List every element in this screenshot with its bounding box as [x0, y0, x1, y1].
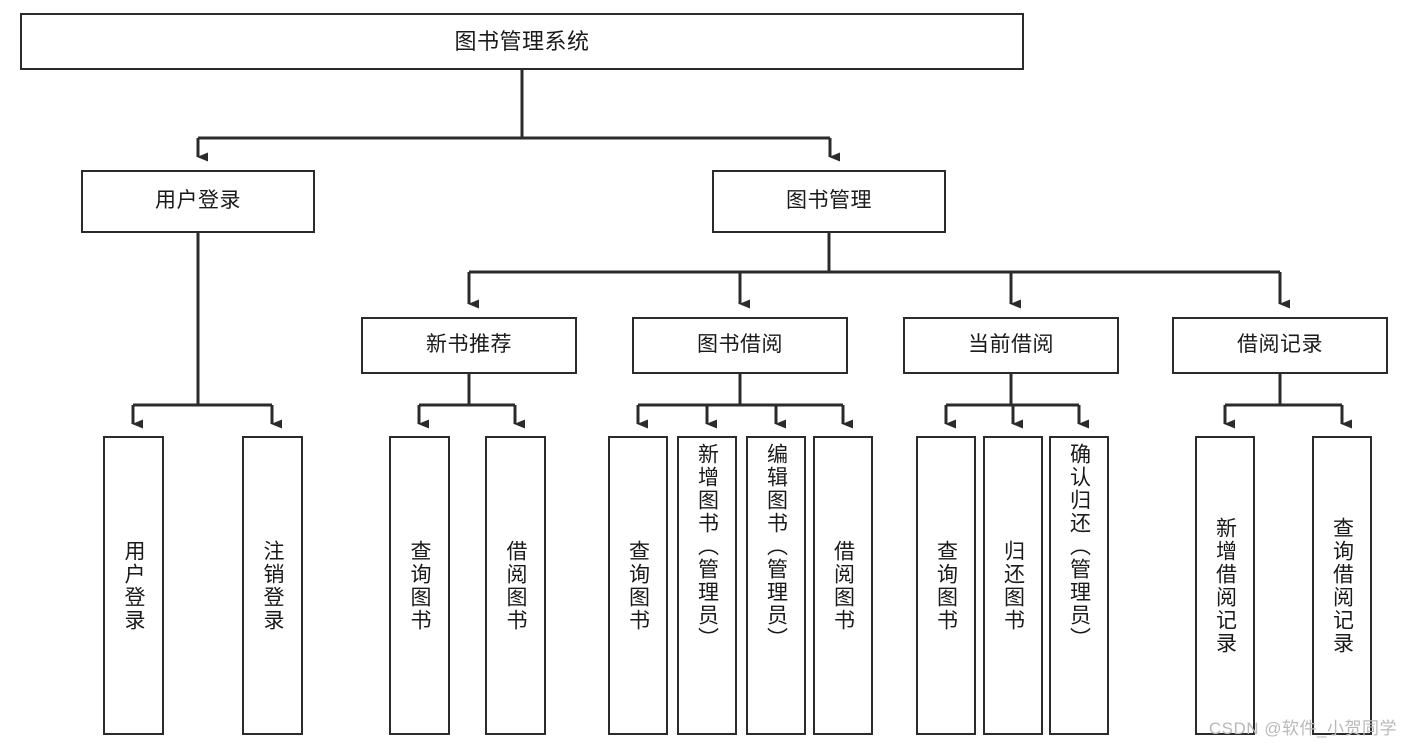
node-cb-confirm-return[interactable]: 确认归还（管理员） [1049, 436, 1109, 735]
node-nbr-query-book[interactable]: 查询图书 [389, 436, 450, 735]
node-cb-return-book[interactable]: 归还图书 [983, 436, 1043, 735]
node-label: 注销登录 [261, 539, 284, 632]
node-new-book-recommend[interactable]: 新书推荐 [361, 317, 577, 374]
node-book-manage[interactable]: 图书管理 [712, 170, 946, 233]
node-label: 编辑图书（管理员） [764, 443, 788, 650]
node-label: 借阅图书 [831, 539, 855, 632]
node-br-add-record[interactable]: 新增借阅记录 [1195, 436, 1255, 735]
node-label: 借阅图书 [504, 539, 527, 632]
node-label: 查询图书 [408, 539, 431, 632]
node-bb-borrow-book[interactable]: 借阅图书 [813, 436, 873, 735]
node-current-borrow[interactable]: 当前借阅 [903, 317, 1119, 374]
node-borrow-record[interactable]: 借阅记录 [1172, 317, 1388, 374]
node-user-login-logout[interactable]: 注销登录 [242, 436, 303, 735]
node-bb-edit-book[interactable]: 编辑图书（管理员） [746, 436, 806, 735]
node-bb-add-book[interactable]: 新增图书（管理员） [677, 436, 737, 735]
node-label: 当前借阅 [968, 333, 1054, 357]
node-user-login-login[interactable]: 用户登录 [103, 436, 164, 735]
node-user-login[interactable]: 用户登录 [81, 170, 315, 233]
node-label: 新增图书（管理员） [695, 443, 719, 650]
node-label: 用户登录 [155, 189, 241, 213]
node-label: 确认归还（管理员） [1067, 443, 1091, 650]
node-label: 图书管理系统 [454, 28, 590, 54]
node-br-query-record[interactable]: 查询借阅记录 [1312, 436, 1372, 735]
node-cb-query-book[interactable]: 查询图书 [916, 436, 976, 735]
node-label: 借阅记录 [1237, 333, 1323, 357]
node-root-system[interactable]: 图书管理系统 [20, 13, 1024, 70]
node-label: 新增借阅记录 [1213, 516, 1237, 655]
node-label: 查询图书 [934, 539, 958, 632]
node-nbr-borrow-book[interactable]: 借阅图书 [485, 436, 546, 735]
node-label: 图书管理 [786, 189, 872, 213]
node-label: 归还图书 [1001, 539, 1025, 632]
node-label: 新书推荐 [426, 333, 512, 357]
node-label: 图书借阅 [697, 333, 783, 357]
node-book-borrow[interactable]: 图书借阅 [632, 317, 848, 374]
node-label: 用户登录 [122, 539, 145, 632]
node-label: 查询图书 [626, 539, 650, 632]
node-label: 查询借阅记录 [1330, 516, 1354, 655]
node-bb-query-book[interactable]: 查询图书 [608, 436, 668, 735]
